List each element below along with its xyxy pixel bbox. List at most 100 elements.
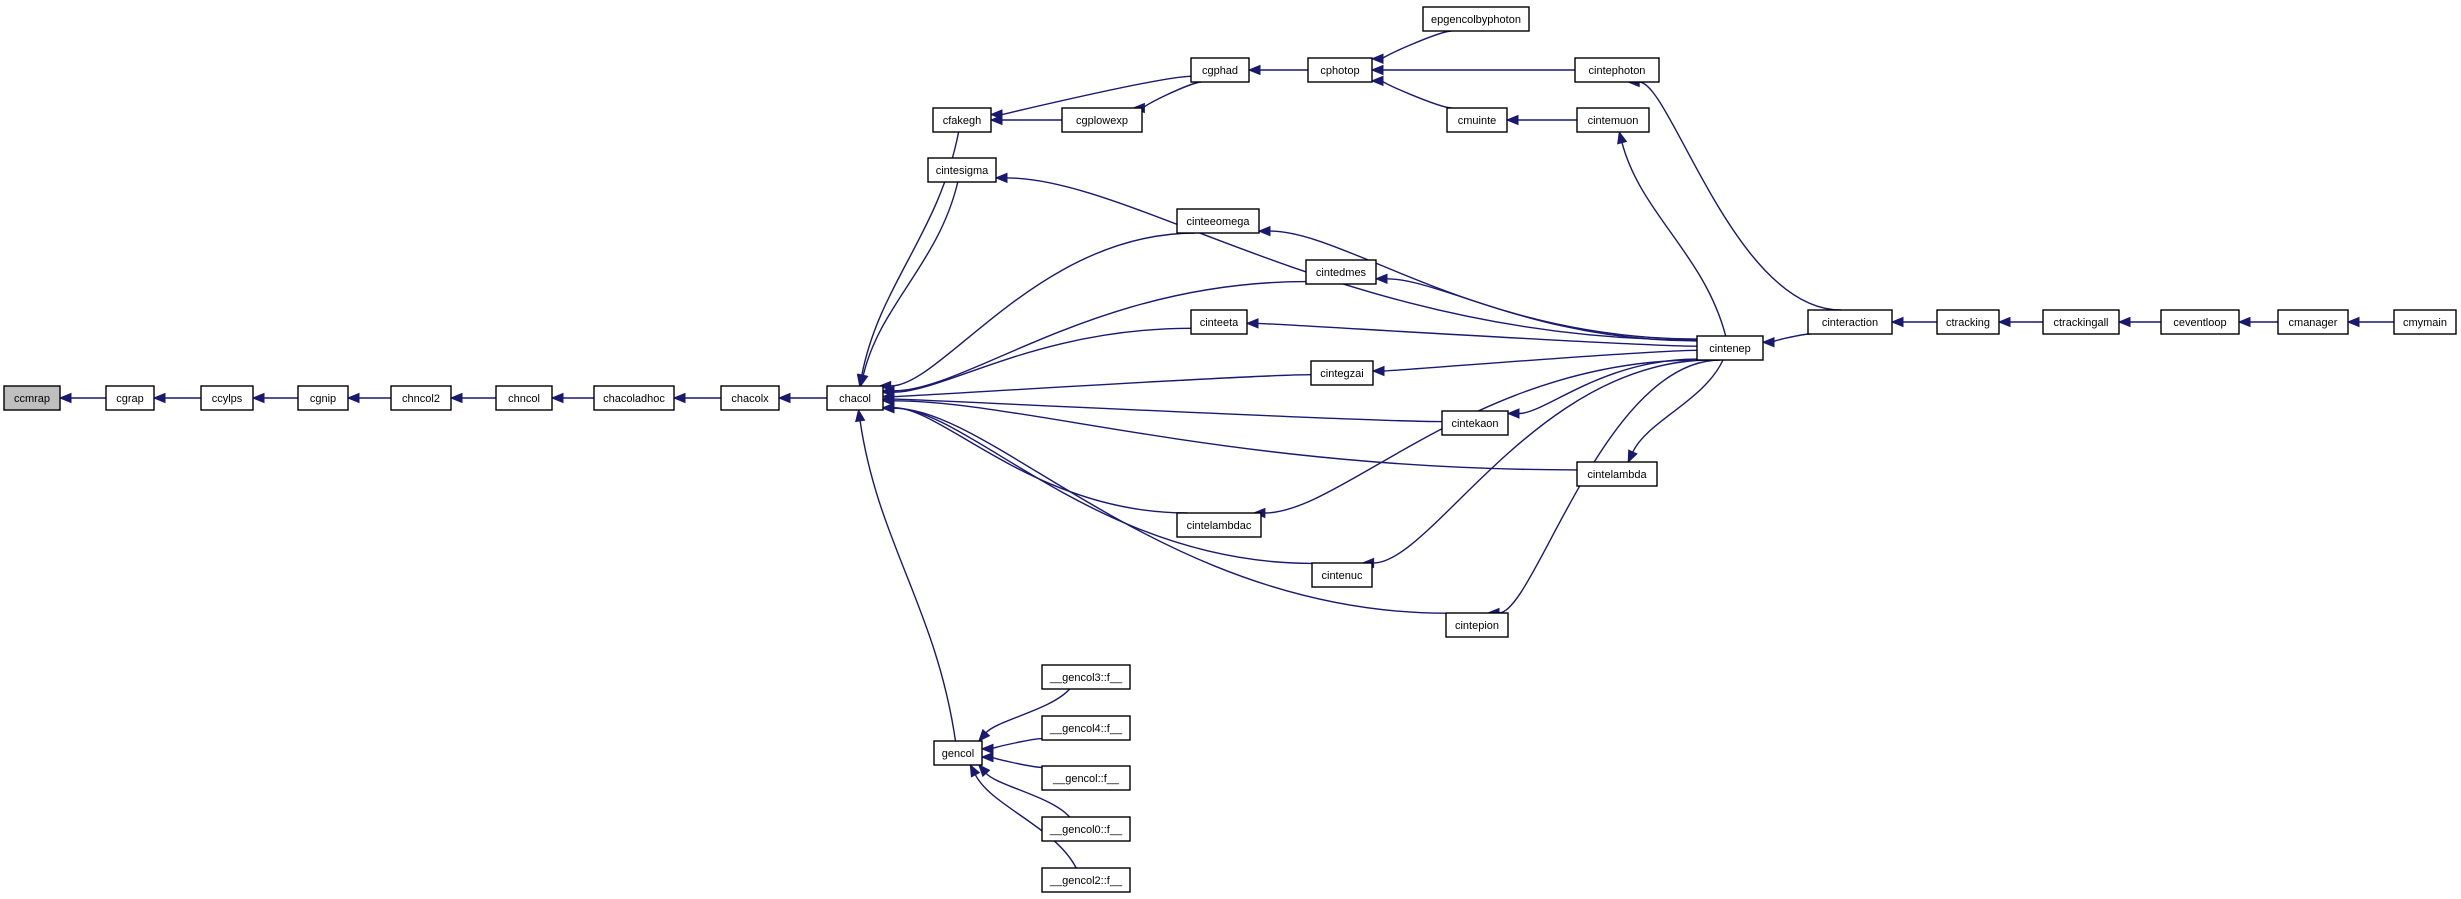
edge-ceventloop-to-ctrackingall [2117, 316, 2161, 328]
arrowhead [1997, 316, 2011, 328]
node-gencol0[interactable]: __gencol0::f__ [1041, 816, 1131, 842]
node-label: cinteeomega [1187, 216, 1251, 228]
node-cmuinte[interactable]: cmuinte [1446, 107, 1508, 133]
node-gencol3[interactable]: __gencol3::f__ [1041, 664, 1131, 690]
node-chacolx[interactable]: chacolx [720, 385, 780, 411]
node-layer: ccmrap cgrap ccylps cgnip chncol2 chncol chaco… [3, 6, 2457, 893]
node-cinteeta[interactable]: cinteeta [1190, 309, 1248, 335]
edge-cintenep-to-cinteeta [1245, 318, 1698, 347]
node-label: __gencol0::f__ [1049, 824, 1123, 836]
node-box [1310, 360, 1374, 386]
node-box [1445, 612, 1509, 638]
edge-line [1373, 359, 1712, 564]
arrowhead [346, 392, 360, 404]
node-label: __gencol3::f__ [1049, 672, 1123, 684]
arrowhead [1617, 130, 1628, 145]
node-ceventloop[interactable]: ceventloop [2160, 309, 2240, 335]
node-cintephoton[interactable]: cintephoton [1574, 57, 1660, 83]
edge-cintenep-to-cintemuon [1617, 130, 1727, 337]
node-cintekaon[interactable]: cintekaon [1441, 410, 1509, 436]
edge-gencol-to-chacol [855, 408, 957, 742]
node-cintepion[interactable]: cintepion [1445, 612, 1509, 638]
node-chacoladhoc[interactable]: chacoladhoc [593, 385, 675, 411]
node-cintenuc[interactable]: cintenuc [1311, 562, 1373, 588]
node-gencol[interactable]: gencol [933, 740, 983, 766]
edge-line [1382, 80, 1452, 109]
node-box [826, 385, 884, 411]
node-cmymain[interactable]: cmymain [2393, 309, 2457, 335]
node-cgrap[interactable]: cgrap [105, 385, 155, 411]
node-box [1176, 512, 1262, 538]
node-box [1807, 309, 1893, 335]
node-ctracking[interactable]: ctracking [1936, 309, 2000, 335]
node-cfakegh[interactable]: cfakegh [932, 107, 992, 133]
node-label: cfakegh [943, 115, 982, 127]
edge-cinteraction-to-cintenep [1761, 333, 1810, 348]
node-chacol[interactable]: chacol [826, 385, 884, 411]
node-label: chacolx [731, 393, 769, 405]
node-cintenep[interactable]: cintenep [1696, 335, 1764, 361]
arrowhead [855, 408, 866, 423]
node-label: cmymain [2403, 317, 2447, 329]
node-box [927, 157, 997, 183]
arrowhead [881, 402, 895, 414]
node-label: __gencol4::f__ [1049, 723, 1123, 735]
node-chncol2[interactable]: chncol2 [390, 385, 452, 411]
arrowhead [449, 392, 463, 404]
node-cintelambda[interactable]: cintelambda [1576, 461, 1658, 487]
edge-line [991, 756, 1043, 769]
node-label: cgplowexp [1076, 115, 1128, 127]
node-cmanager[interactable]: cmanager [2277, 309, 2349, 335]
arrowhead [1506, 408, 1520, 419]
node-cintegzai[interactable]: cintegzai [1310, 360, 1374, 386]
node-cgphad[interactable]: cgphad [1190, 57, 1250, 83]
node-ctrackingall[interactable]: ctrackingall [2042, 309, 2120, 335]
node-label: ccmrap [14, 393, 50, 405]
arrowhead [1370, 53, 1384, 65]
node-gencol2[interactable]: __gencol2::f__ [1041, 867, 1131, 893]
edge-epgencolbyphoton-to-cphotop [1370, 30, 1452, 65]
node-cintesigma[interactable]: cintesigma [927, 157, 997, 183]
node-label: cintelambdac [1187, 520, 1252, 532]
node-label: gencol [942, 748, 974, 760]
node-cintedmes[interactable]: cintedmes [1305, 259, 1377, 285]
edge-chncol-to-chncol2 [449, 392, 496, 404]
node-cintelambdac[interactable]: cintelambdac [1176, 512, 1262, 538]
node-cgnip[interactable]: cgnip [297, 385, 349, 411]
node-cintemuon[interactable]: cintemuon [1576, 107, 1650, 133]
node-cinteraction[interactable]: cinteraction [1807, 309, 1893, 335]
edge-cmuinte-to-cphotop [1370, 75, 1452, 109]
node-chncol[interactable]: chncol [495, 385, 553, 411]
edge-ctracking-to-cinteraction [1890, 316, 1937, 328]
edge-cintenep-to-cintedmes [1374, 273, 1698, 342]
node-gencol4[interactable]: __gencol4::f__ [1041, 715, 1131, 741]
node-box [1176, 208, 1260, 234]
edge-line [862, 181, 959, 376]
node-cgplowexp[interactable]: cgplowexp [1061, 107, 1143, 133]
node-epgencolbyphoton[interactable]: epgencolbyphoton [1422, 6, 1530, 32]
edge-line [1621, 142, 1727, 337]
edge-line [1382, 30, 1452, 60]
arrowhead [994, 172, 1008, 184]
node-ccmrap[interactable]: ccmrap [3, 385, 61, 411]
node-ccylps[interactable]: ccylps [200, 385, 254, 411]
node-gencolf[interactable]: __gencol::f__ [1041, 765, 1131, 791]
node-cphotop[interactable]: cphotop [1307, 57, 1373, 83]
node-box [1422, 6, 1530, 32]
edge-layer [58, 30, 2394, 869]
arrowhead [978, 764, 991, 778]
node-label: ceventloop [2173, 317, 2226, 329]
node-cinteeomega[interactable]: cinteeomega [1176, 208, 1260, 234]
arrowhead [58, 392, 72, 404]
node-label: chacol [839, 393, 871, 405]
edge-cgphad-to-cgplowexp [1132, 81, 1202, 114]
node-box [1305, 259, 1377, 285]
node-label: ctracking [1946, 317, 1990, 329]
node-box [1936, 309, 2000, 335]
node-label: cintenuc [1322, 570, 1363, 582]
edge-chacolx-to-chacoladhoc [672, 392, 721, 404]
node-box [390, 385, 452, 411]
node-label: cgphad [1202, 65, 1238, 77]
edge-line [1143, 81, 1202, 109]
edge-line [1772, 333, 1810, 343]
